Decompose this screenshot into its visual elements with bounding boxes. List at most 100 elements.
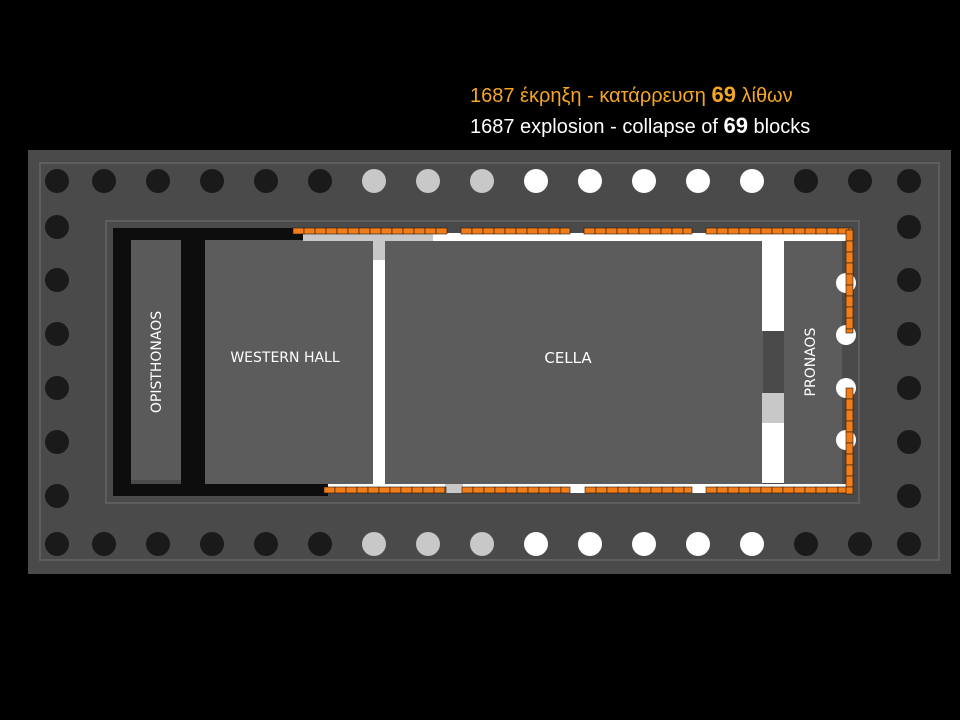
collapsed-block (826, 486, 839, 494)
peristyle-column (45, 430, 69, 454)
collapsed-block (672, 486, 685, 494)
collapsed-block (782, 227, 795, 235)
collapsed-block (411, 486, 424, 494)
collapsed-block (616, 227, 629, 235)
west-wall (113, 228, 131, 496)
collapsed-block (367, 486, 380, 494)
collapsed-block (760, 227, 773, 235)
collapsed-block (760, 486, 773, 494)
collapsed-block (771, 486, 784, 494)
collapsed-block (617, 486, 630, 494)
peristyle-column (794, 532, 818, 556)
title-english: 1687 explosion - collapse of 69 blocks (470, 113, 811, 138)
peristyle-column (45, 532, 69, 556)
collapsed-block (471, 227, 484, 235)
collapsed-block (515, 227, 528, 235)
collapsed-block (845, 442, 854, 455)
opisthonaos-label: OPISTHONAOS (149, 311, 165, 413)
collapsed-block (336, 227, 349, 235)
collapsed-block (444, 486, 447, 494)
peristyle-column (45, 322, 69, 346)
collapsed-block (638, 227, 651, 235)
collapsed-block (460, 227, 473, 235)
peristyle-column (897, 268, 921, 292)
collapsed-block (494, 486, 507, 494)
pronaos-label: PRONAOS (803, 327, 819, 396)
peristyle-column (578, 532, 602, 556)
collapsed-block (793, 227, 806, 235)
peristyle-column (578, 169, 602, 193)
collapsed-block (845, 453, 854, 466)
collapsed-block (303, 227, 316, 235)
collapsed-block (559, 227, 571, 235)
collapsed-block (548, 227, 561, 235)
collapsed-block (402, 227, 415, 235)
peristyle-column (470, 532, 494, 556)
collapsed-block (606, 486, 619, 494)
collapsed-block (549, 486, 562, 494)
collapsed-block (782, 486, 795, 494)
western-hall-room (205, 240, 373, 484)
peristyle-column (794, 169, 818, 193)
collapsed-block (369, 227, 382, 235)
collapsed-block (505, 486, 518, 494)
collapsed-block (845, 387, 854, 400)
collapsed-block (461, 486, 474, 494)
pronaos-south-anta-gray (762, 393, 784, 423)
peristyle-column (897, 169, 921, 193)
collapsed-block (358, 227, 371, 235)
collapsed-block (527, 486, 540, 494)
collapsed-block (660, 227, 673, 235)
peristyle-column (45, 169, 69, 193)
title-block: 1687 έκρηξη - κατάρρευση 69 λίθων 1687 e… (470, 80, 810, 142)
collapsed-block (804, 227, 817, 235)
collapsed-block (727, 227, 740, 235)
peristyle-column (897, 532, 921, 556)
peristyle-column (254, 169, 278, 193)
collapsed-block (380, 227, 393, 235)
opisthonaos-room (131, 240, 181, 480)
collapsed-block (771, 227, 784, 235)
collapsed-block (345, 486, 358, 494)
collapsed-block (516, 486, 529, 494)
collapsed-block (845, 240, 854, 253)
collapsed-block (705, 486, 718, 494)
peristyle-column (362, 532, 386, 556)
collapsed-block (292, 227, 305, 235)
cella-north-wall-gray (303, 233, 433, 241)
collapsed-block (605, 227, 618, 235)
collapsed-block (815, 227, 828, 235)
collapsed-block (314, 227, 327, 235)
cella-label: CELLA (544, 349, 592, 367)
peristyle-column (740, 532, 764, 556)
peristyle-column (897, 430, 921, 454)
collapsed-block (738, 486, 751, 494)
title-greek: 1687 έκρηξη - κατάρρευση 69 λίθων (470, 82, 793, 107)
peristyle-column (897, 376, 921, 400)
collapsed-block (424, 227, 437, 235)
collapsed-block (727, 486, 740, 494)
collapsed-block (845, 317, 854, 330)
collapsed-block (845, 251, 854, 264)
collapsed-block (526, 227, 539, 235)
collapsed-block (845, 295, 854, 308)
collapsed-block (323, 486, 336, 494)
peristyle-column (897, 215, 921, 239)
collapsed-block (716, 486, 729, 494)
collapsed-block (584, 486, 597, 494)
pronaos-room (784, 241, 842, 484)
collapsed-block (845, 229, 854, 242)
collapsed-block (845, 420, 854, 433)
collapsed-block (391, 227, 404, 235)
collapsed-block (400, 486, 413, 494)
partition-wall-gray (373, 240, 385, 260)
collapsed-block (472, 486, 485, 494)
opisthonaos-north-wall (113, 228, 303, 240)
collapsed-block (389, 486, 402, 494)
stylobate-outline (39, 162, 940, 561)
western-hall-label: WESTERN HALL (230, 350, 340, 366)
collapsed-block (493, 227, 506, 235)
peristyle-column (200, 532, 224, 556)
collapsed-block (504, 227, 517, 235)
